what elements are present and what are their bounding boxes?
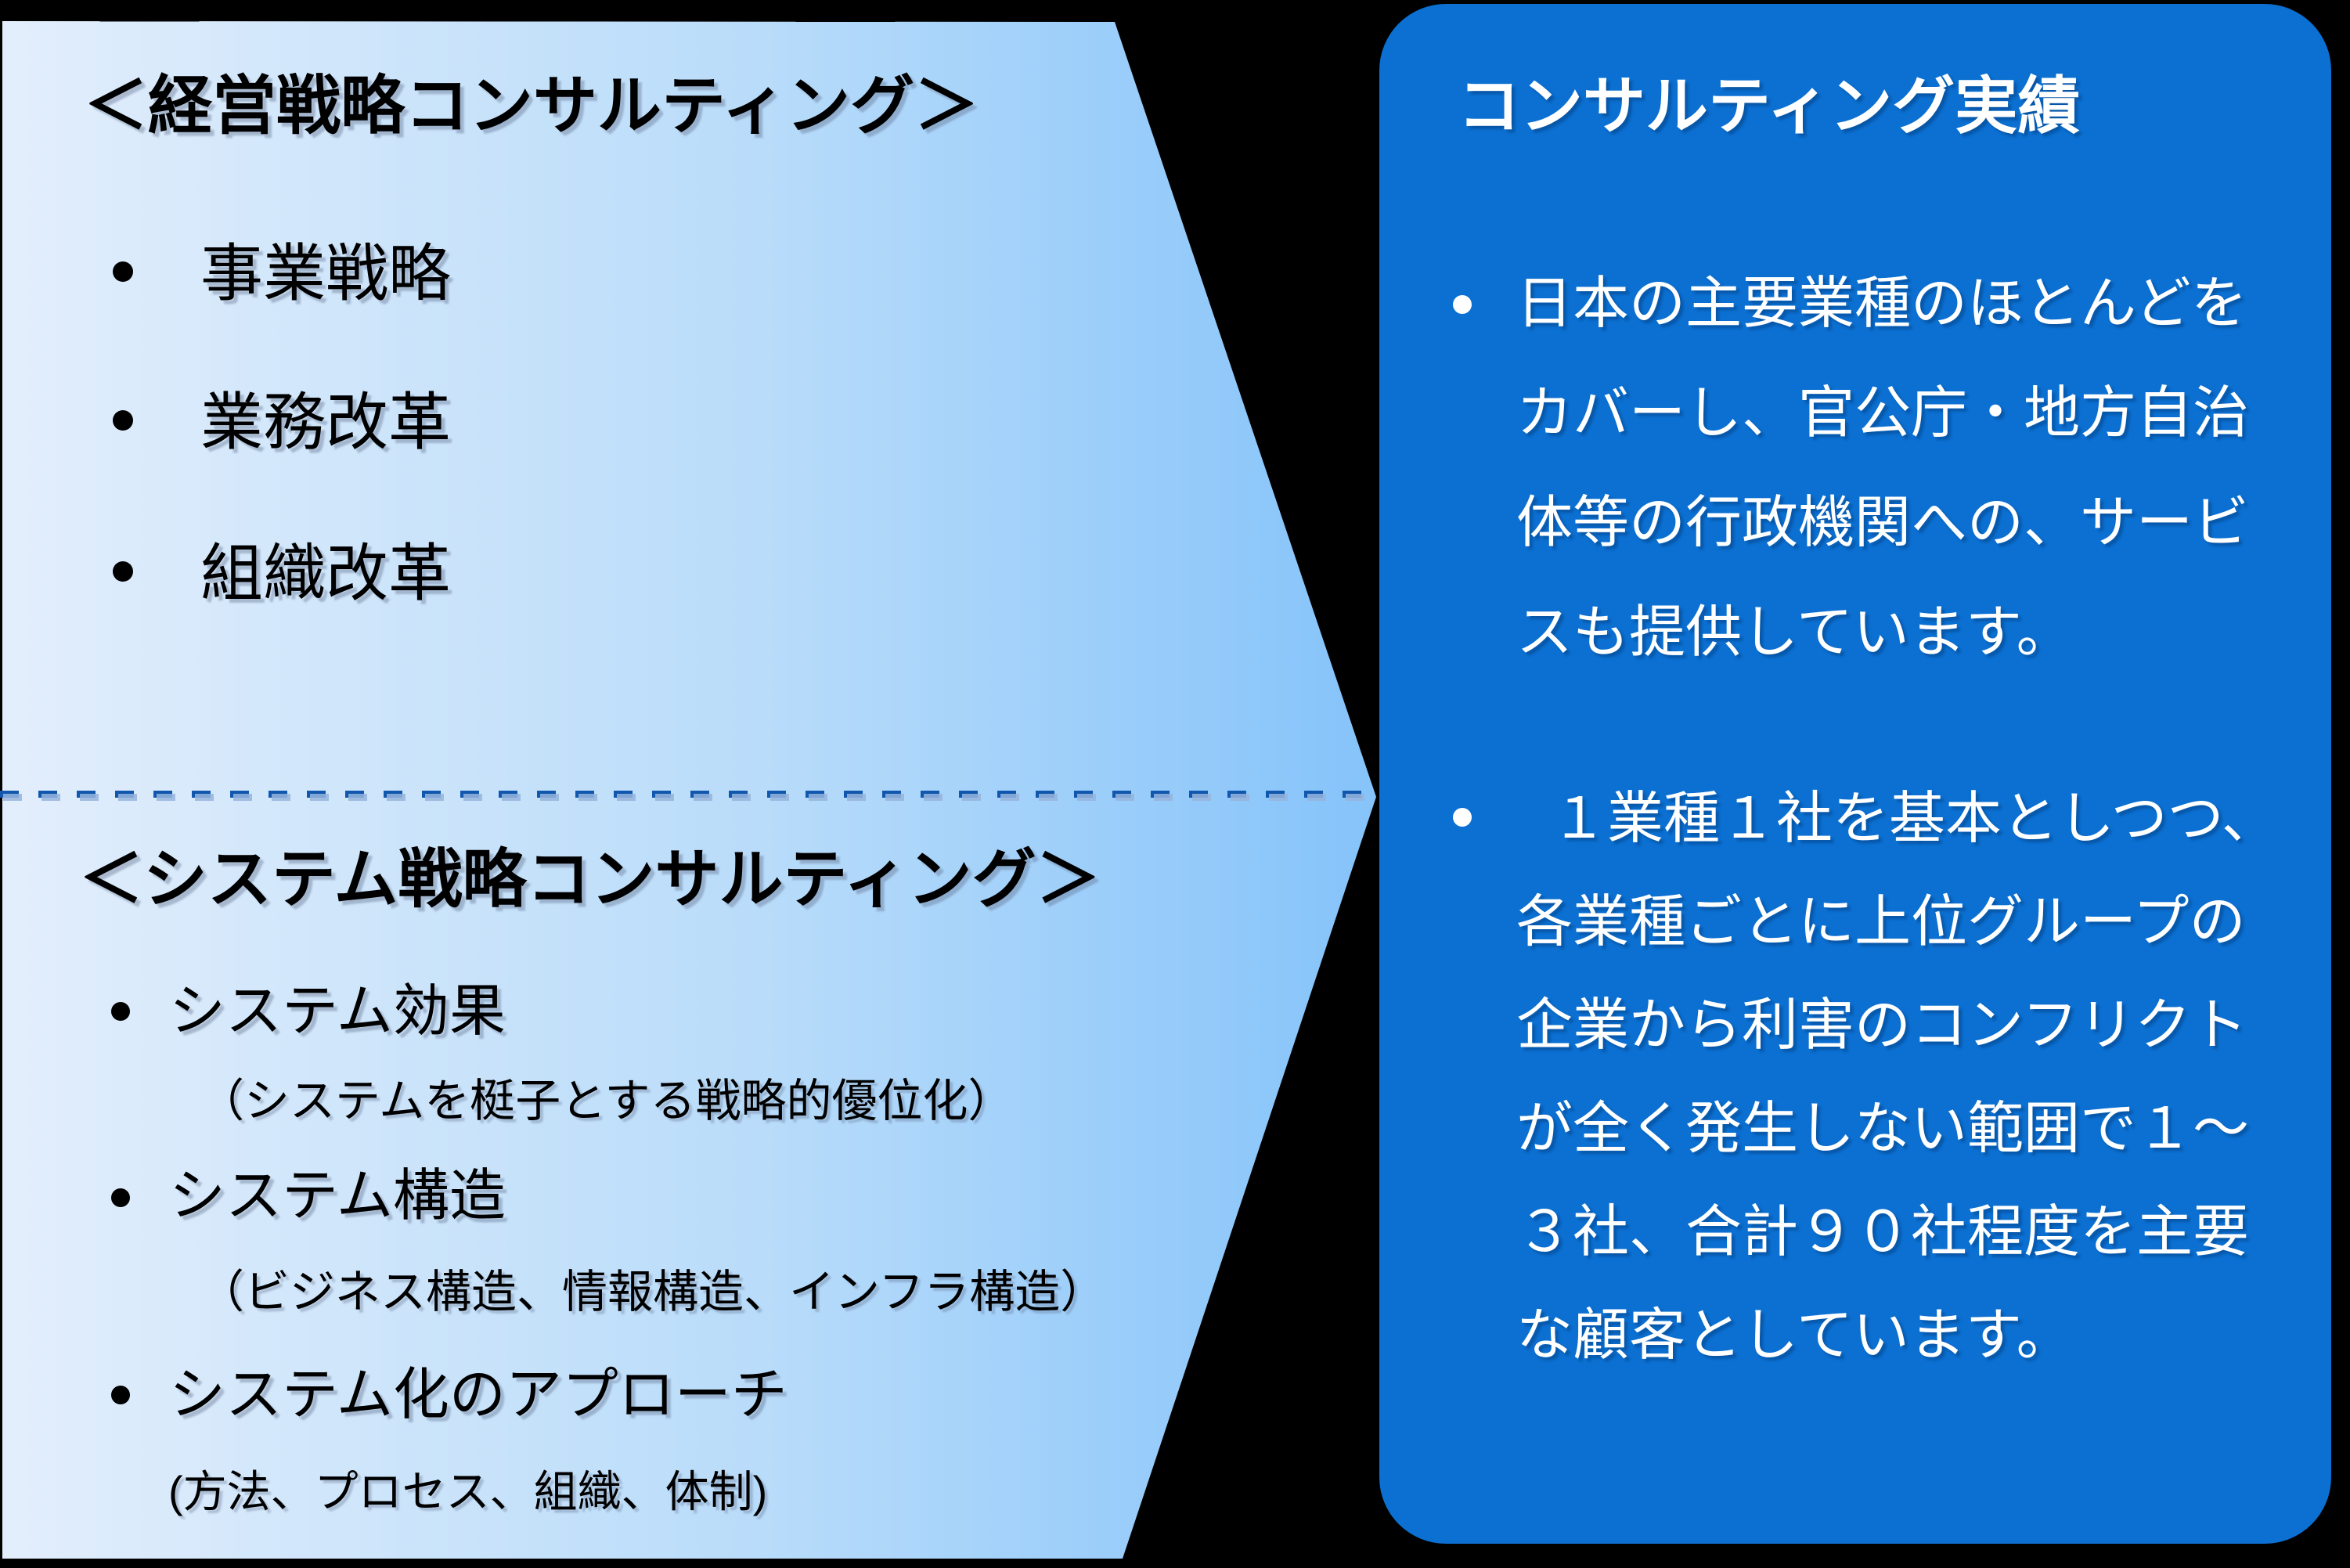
system-bullet-structure: システム構造 — [169, 1165, 506, 1227]
system-bullet-effect-note: （システムを梃子とする戦略的優位化） — [199, 1076, 1014, 1126]
strategy-arrow-shape — [2, 21, 1376, 1559]
system-bullet-effect: システム効果 — [169, 980, 506, 1043]
results-bullet2-line1: １業種１社を基本としつつ、 — [1551, 788, 2278, 850]
results-box-title: コンサルティング実績 — [1458, 71, 2081, 141]
bullet-dot-icon — [111, 1002, 130, 1021]
bullet-dot-icon — [113, 261, 133, 282]
results-bullet2-line5: ３社、合計９０社程度を主要 — [1516, 1201, 2250, 1263]
bullet-dot-icon — [113, 410, 133, 431]
results-bullet1-line2: カバーし、官公庁・地方自治 — [1516, 382, 2250, 445]
bullet-dot-icon — [111, 1386, 130, 1404]
consulting-results-box: コンサルティング実績 日本の主要業種のほとんどを カバーし、官公庁・地方自治 体… — [1379, 4, 2331, 1544]
management-consulting-heading: ＜経営戦略コンサルティング＞ — [84, 70, 979, 142]
system-consulting-heading: ＜システム戦略コンサルティング＞ — [79, 844, 1101, 915]
results-bullet1-line3: 体等の行政機関への、サービ — [1516, 492, 2250, 554]
bullet-dot-icon — [111, 1188, 130, 1207]
results-bullet2-line6: な顧客としています。 — [1516, 1304, 2073, 1367]
results-bullet2-line3: 企業から利害のコンフリクト — [1516, 994, 2247, 1057]
section-divider-dashed-line — [0, 791, 1376, 802]
bullet-dot-icon — [1453, 808, 1472, 827]
results-bullet2-line2: 各業種ごとに上位グループの — [1516, 891, 2246, 953]
management-bullet-business-strategy: 事業戦略 — [200, 239, 451, 308]
results-bullet1-line4: スも提供しています。 — [1516, 601, 2073, 664]
system-bullet-approach: システム化のアプローチ — [169, 1364, 788, 1426]
system-bullet-structure-note: （ビジネス構造、情報構造、インフラ構造） — [199, 1267, 1106, 1317]
bullet-dot-icon — [113, 561, 133, 582]
bullet-dot-icon — [1453, 295, 1472, 314]
management-bullet-organization-reform: 組織改革 — [200, 539, 451, 608]
results-bullet1-line1: 日本の主要業種のほとんどを — [1516, 272, 2247, 335]
system-bullet-approach-note: (方法、プロセス、組織、体制) — [168, 1467, 768, 1516]
management-bullet-operation-reform: 業務改革 — [200, 387, 451, 457]
results-bullet2-line4: が全く発生しない範囲で１～ — [1516, 1098, 2250, 1160]
